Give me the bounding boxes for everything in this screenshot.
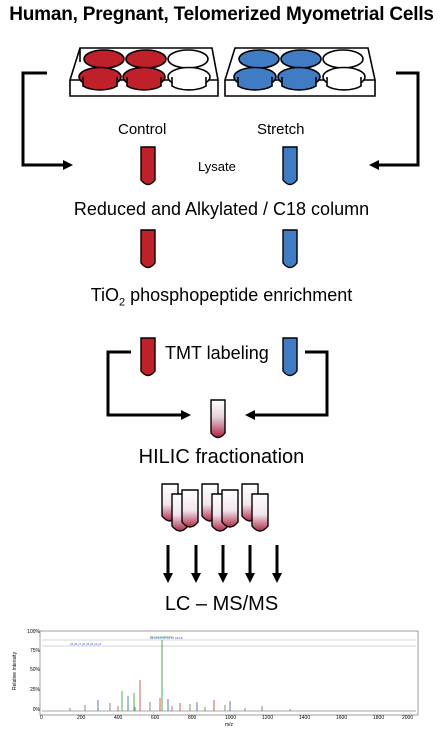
x-tick: 1600 — [336, 715, 348, 721]
fraction-tubes — [161, 483, 269, 532]
stretch-label: Stretch — [257, 121, 305, 138]
x-tick: 600 — [151, 715, 160, 721]
spectrum-y-ticks: 100% 75% 50% 25% 0% — [14, 629, 40, 715]
tmt-left-arrow — [106, 350, 191, 420]
mixed-tube — [210, 399, 226, 439]
svg-text:b2 b3 b4 b5 b6 b7 b8 b9: b2 b3 b4 b5 b6 b7 b8 b9 — [150, 636, 183, 640]
step-lc-msms: LC – MS/MS — [164, 593, 279, 615]
y-tick: 0% — [32, 707, 40, 713]
step-tmt-labeling: TMT labeling — [165, 343, 269, 363]
lysate-label: Lysate — [198, 159, 236, 174]
x-tick: 2000 — [402, 715, 414, 721]
x-tick: 0 — [40, 715, 43, 721]
right-bracket-arrow — [369, 71, 420, 170]
spectrum-x-ticks: 0 200 400 600 800 1000 1200 1400 1600 18… — [40, 715, 418, 723]
tio2-prefix: TiO — [90, 285, 120, 305]
svg-text:[M+2H-H3PO4]2+: [M+2H-H3PO4]2+ — [150, 635, 174, 639]
stretch-tube-tmt — [282, 337, 298, 377]
x-tick: 400 — [114, 715, 123, 721]
stretch-tube-lysate — [282, 146, 298, 186]
control-plate — [68, 47, 219, 97]
figure-title: Human, Pregnant, Telomerized Myometrial … — [9, 4, 434, 25]
step-reduce-alkylate: Reduced and Alkylated / C18 column — [73, 199, 370, 219]
svg-text:y9 y8 y7 y6 y5 y4 y3 y2: y9 y8 y7 y6 y5 y4 y3 y2 — [70, 642, 102, 646]
x-tick: 1800 — [373, 715, 385, 721]
control-tube-lysate — [140, 146, 156, 186]
spectrum-ylabel: Relative Intensity — [12, 651, 18, 690]
down-arrows — [163, 545, 282, 583]
tio2-subscript: 2 — [119, 296, 126, 309]
x-tick: 200 — [77, 715, 86, 721]
control-tube-tmt — [140, 337, 156, 377]
y-tick: 75% — [29, 648, 40, 654]
left-bracket-arrow — [21, 71, 73, 170]
y-tick: 100% — [27, 629, 40, 635]
tio2-suffix: phosphopeptide enrichment — [125, 285, 353, 305]
tmt-right-arrow — [245, 350, 329, 420]
spectrum-xlabel: m/z — [225, 722, 234, 728]
step-hilic-fractionation: HILIC fractionation — [138, 446, 305, 468]
ms-spectrum: y9 y8 y7 y6 y5 y4 y3 y2 b2 b3 b4 b5 b6 b… — [39, 630, 419, 716]
step-tio2-enrichment: TiO2 phosphopeptide enrichment — [0, 285, 443, 309]
stretch-plate — [223, 47, 376, 97]
y-tick: 50% — [29, 667, 40, 673]
x-tick: 1000 — [225, 715, 237, 721]
y-tick: 25% — [29, 687, 40, 693]
stretch-tube-c18 — [282, 229, 298, 269]
control-tube-c18 — [140, 229, 156, 269]
control-label: Control — [118, 121, 167, 138]
x-tick: 1400 — [299, 715, 311, 721]
x-tick: 800 — [188, 715, 197, 721]
x-tick: 1200 — [262, 715, 274, 721]
